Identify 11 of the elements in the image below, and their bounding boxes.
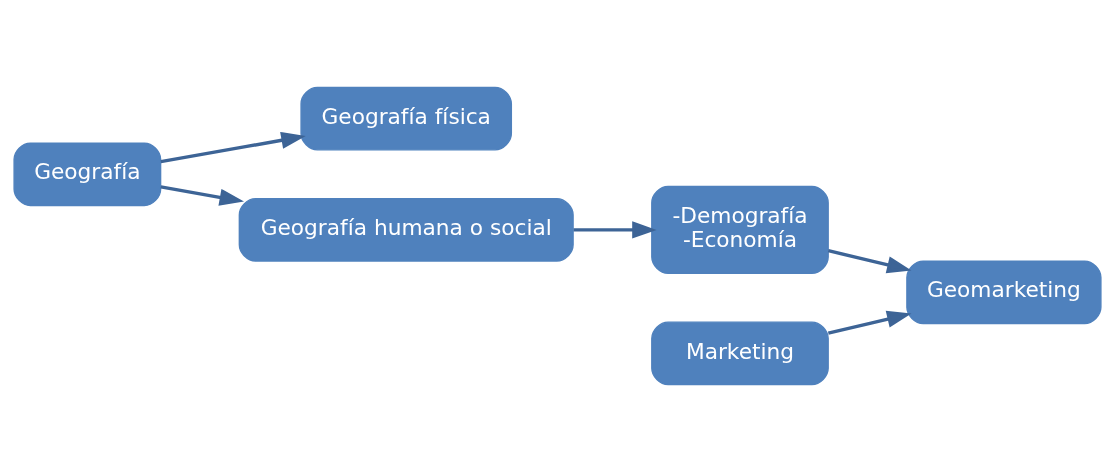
node-box: Geografía física (300, 86, 513, 151)
node-box: Geomarketing (906, 260, 1102, 325)
arrow (160, 185, 244, 206)
arrow (827, 310, 912, 335)
arrow (827, 249, 912, 274)
node-box: Geografía humana o social (238, 198, 574, 262)
arrow (573, 221, 657, 239)
node-box: Marketing (651, 321, 829, 386)
arrow (160, 131, 306, 164)
node-box: -Demografía -Economía (651, 185, 829, 274)
node-box: Geografía (13, 142, 162, 207)
